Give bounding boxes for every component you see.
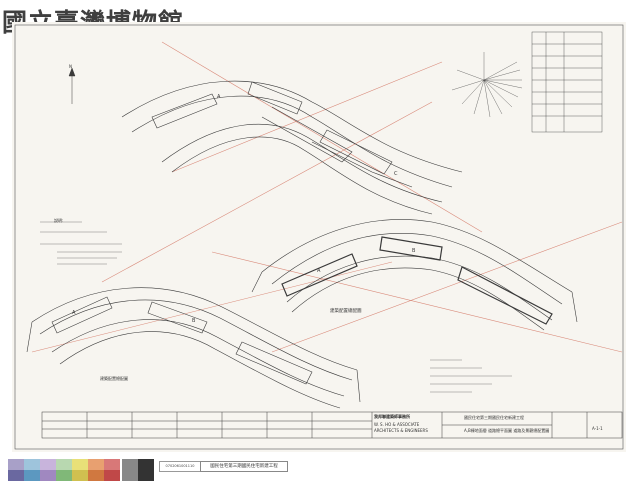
plan-label-bottom: 建築配置總配圖 bbox=[100, 376, 128, 381]
drawing-sheet: A C bbox=[12, 22, 626, 452]
notes-right bbox=[430, 359, 512, 393]
top-site-plan: A C bbox=[121, 80, 463, 215]
swatch-1 bbox=[8, 459, 24, 470]
swatch-11 bbox=[56, 470, 72, 481]
svg-text:A: A bbox=[317, 268, 321, 274]
svg-text:A: A bbox=[217, 94, 221, 100]
sun-diagram-icon bbox=[451, 52, 523, 118]
swatch-10 bbox=[40, 470, 56, 481]
swatch-12 bbox=[72, 470, 88, 481]
north-label: N bbox=[69, 64, 72, 69]
swatch-6 bbox=[88, 459, 104, 470]
barcode: 0702061001110 bbox=[159, 461, 201, 472]
firm-english-2: ARCHITECTS & ENGINEERS bbox=[374, 428, 428, 433]
gray-swatch-2 bbox=[138, 459, 154, 481]
drawing-title: A,B棟地面層 道路總平面圖 道路及景觀總配置圖 bbox=[464, 428, 550, 433]
swatch-8 bbox=[8, 470, 24, 481]
svg-text:B: B bbox=[192, 318, 196, 324]
swatch-7 bbox=[104, 459, 120, 470]
swatch-14 bbox=[104, 470, 120, 481]
svg-text:A: A bbox=[72, 310, 76, 316]
notes-left bbox=[40, 221, 122, 265]
firm-english-1: W. S. HO & ASSOCIATE bbox=[374, 422, 420, 427]
svg-text:B: B bbox=[412, 248, 416, 254]
sun-angle-table bbox=[531, 31, 603, 133]
swatch-9 bbox=[24, 470, 40, 481]
swatch-13 bbox=[88, 470, 104, 481]
middle-site-plan: A B bbox=[251, 219, 578, 331]
title-block bbox=[41, 411, 623, 439]
swatch-2 bbox=[24, 459, 40, 470]
architectural-drawing: A C bbox=[14, 24, 624, 450]
plan-label-middle: 建築配置總配圖 bbox=[330, 307, 362, 314]
red-grid-lines bbox=[31, 41, 623, 353]
notes-title: 說明: bbox=[54, 218, 64, 223]
drawing-number: A-1-1 bbox=[592, 426, 603, 431]
bottom-site-plan: A B bbox=[26, 287, 361, 409]
swatch-3 bbox=[40, 459, 56, 470]
svg-text:C: C bbox=[394, 171, 398, 177]
drawing-border bbox=[14, 24, 624, 450]
gray-swatch-1 bbox=[122, 459, 138, 481]
archive-label: 國民住宅第三期國民住宅新建工程 bbox=[200, 461, 288, 472]
project-name: 國民住宅第三期國民住宅新建工程 bbox=[464, 415, 524, 420]
swatch-4 bbox=[56, 459, 72, 470]
firm-name: 我邦聯建築師事務所 bbox=[374, 414, 410, 419]
north-arrow-icon bbox=[68, 67, 76, 104]
swatch-5 bbox=[72, 459, 88, 470]
